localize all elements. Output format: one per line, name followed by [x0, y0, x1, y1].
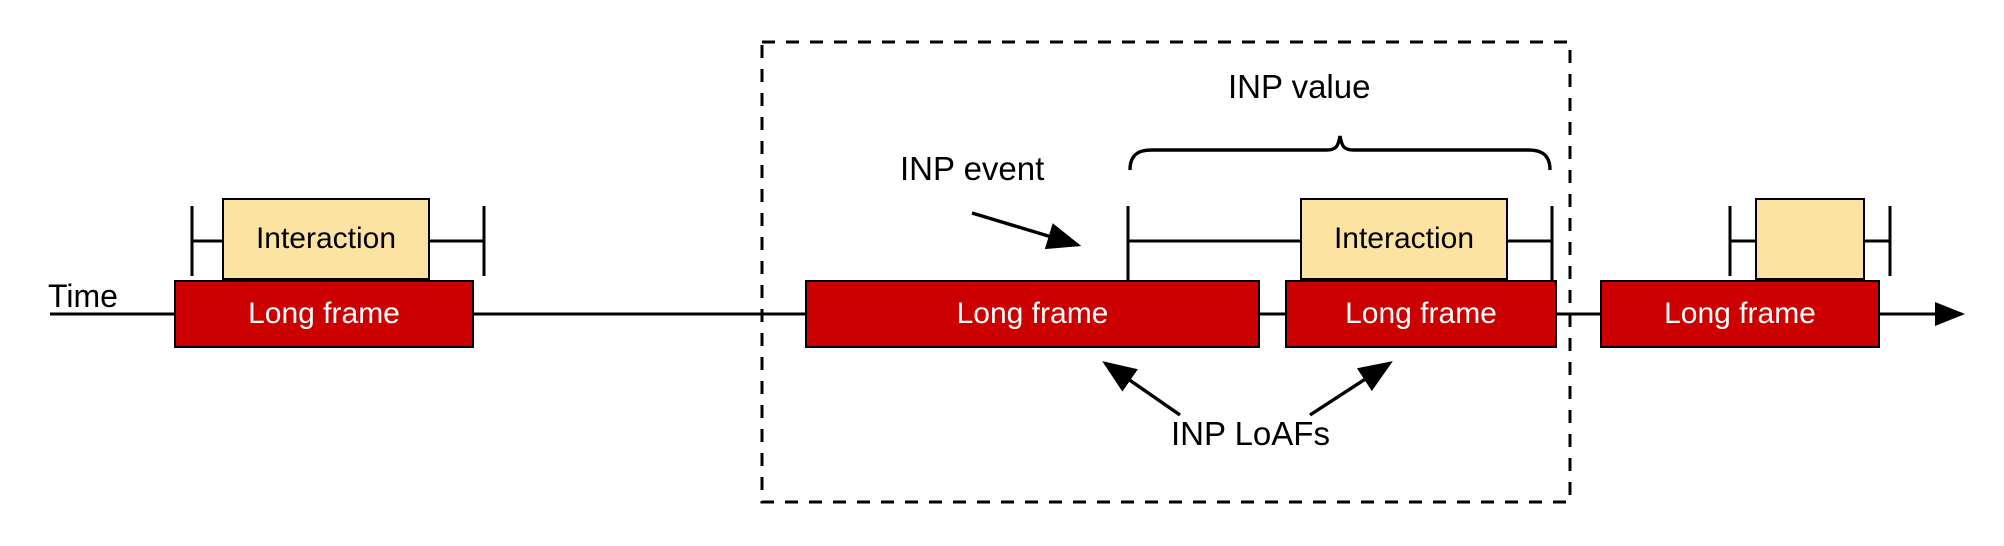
interaction-box-2-label: Interaction	[1333, 222, 1475, 255]
interaction-box-1-label: Interaction	[255, 222, 397, 255]
interaction-2-duration-bracket	[1126, 206, 1554, 280]
interaction-1-duration-bracket	[190, 206, 486, 276]
dashed-region-outline	[760, 40, 1572, 504]
interaction-box-2: Interaction	[1300, 198, 1508, 280]
long-frame-1-label: Long frame	[248, 297, 400, 330]
inp-event-label: INP event	[900, 150, 1045, 187]
inp-loafs-arrow-right	[1309, 361, 1393, 417]
inp-value-brace	[1128, 135, 1552, 171]
interaction-box-1: Interaction	[222, 198, 430, 280]
inp-event-arrow	[971, 211, 1082, 250]
long-frame-4: Long frame	[1600, 280, 1880, 348]
inp-value-label: INP value	[1228, 68, 1371, 105]
long-frame-1: Long frame	[174, 280, 474, 348]
long-frame-2: Long frame	[805, 280, 1260, 348]
interaction-box-3	[1755, 198, 1865, 280]
inp-loafs-label: INP LoAFs	[1171, 415, 1330, 452]
time-axis-label: Time	[48, 278, 118, 314]
long-frame-3: Long frame	[1285, 280, 1557, 348]
interaction-3-duration-bracket	[1728, 206, 1892, 276]
long-frame-2-label: Long frame	[956, 297, 1109, 330]
long-frame-3-label: Long frame	[1345, 297, 1497, 330]
long-frame-4-label: Long frame	[1664, 297, 1816, 330]
inp-loafs-arrow-left	[1102, 361, 1181, 417]
